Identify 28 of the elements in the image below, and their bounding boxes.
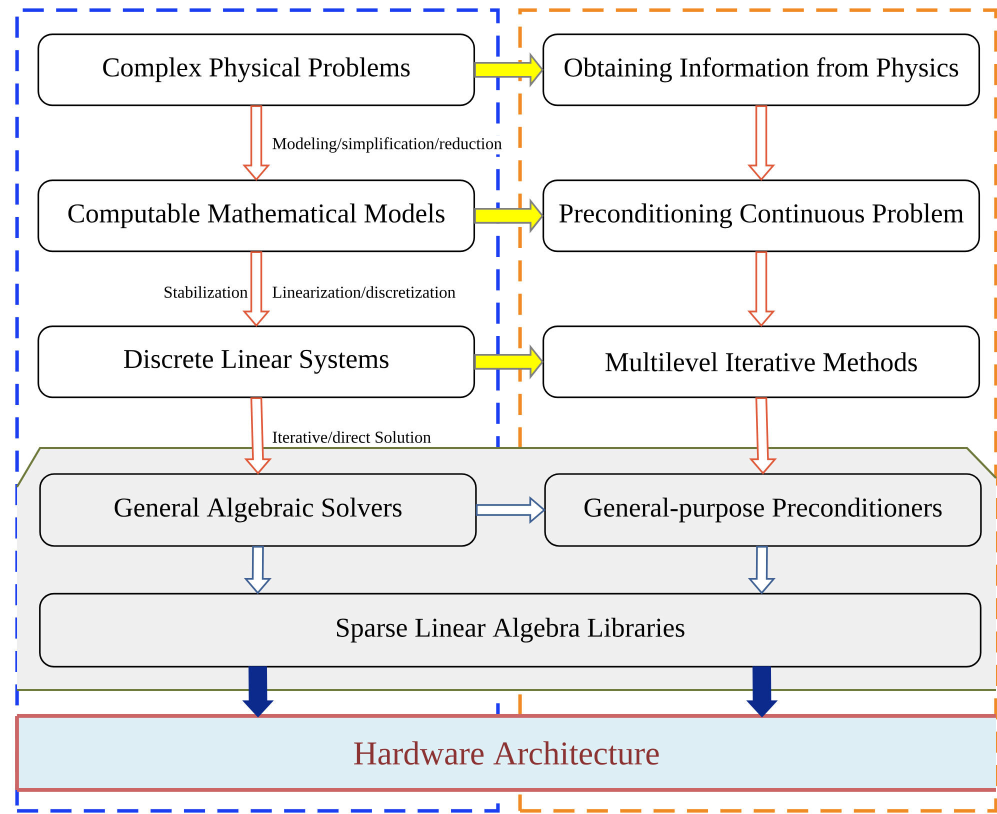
block-arrow <box>746 666 778 718</box>
block-arrow <box>748 546 776 594</box>
block-arrow <box>749 397 777 475</box>
side-label: Stabilization <box>164 286 248 298</box>
block-arrow <box>474 52 544 88</box>
process-box: General Algebraic Solvers <box>39 473 477 547</box>
process-box: Preconditioning Continuous Problem <box>542 180 980 252</box>
block-arrow <box>242 251 270 327</box>
block-arrow <box>242 105 270 181</box>
edge-label: Iterative/direct Solution <box>270 429 433 445</box>
block-arrow <box>474 344 544 380</box>
process-box: Multilevel Iterative Methods <box>542 326 980 398</box>
process-box: Complex Physical Problems <box>38 34 476 106</box>
block-arrow <box>244 397 272 475</box>
block-arrow <box>244 546 272 594</box>
process-box: Obtaining Information from Physics <box>542 34 980 106</box>
process-box: Computable Mathematical Models <box>38 180 476 252</box>
block-arrow <box>474 198 544 234</box>
process-box: General-purpose Preconditioners <box>544 473 982 547</box>
edge-label: Linearization/discretization <box>270 284 458 300</box>
edge-label: Modeling/simplification/reduction <box>270 136 504 154</box>
block-arrow <box>747 105 776 181</box>
block-arrow <box>242 666 274 718</box>
process-box: Sparse Linear Algebra Libraries <box>39 592 982 668</box>
hardware-band: Hardware Architecture <box>15 714 997 792</box>
process-box: Discrete Linear Systems <box>38 326 476 398</box>
block-arrow <box>476 496 546 524</box>
block-arrow <box>747 251 776 327</box>
